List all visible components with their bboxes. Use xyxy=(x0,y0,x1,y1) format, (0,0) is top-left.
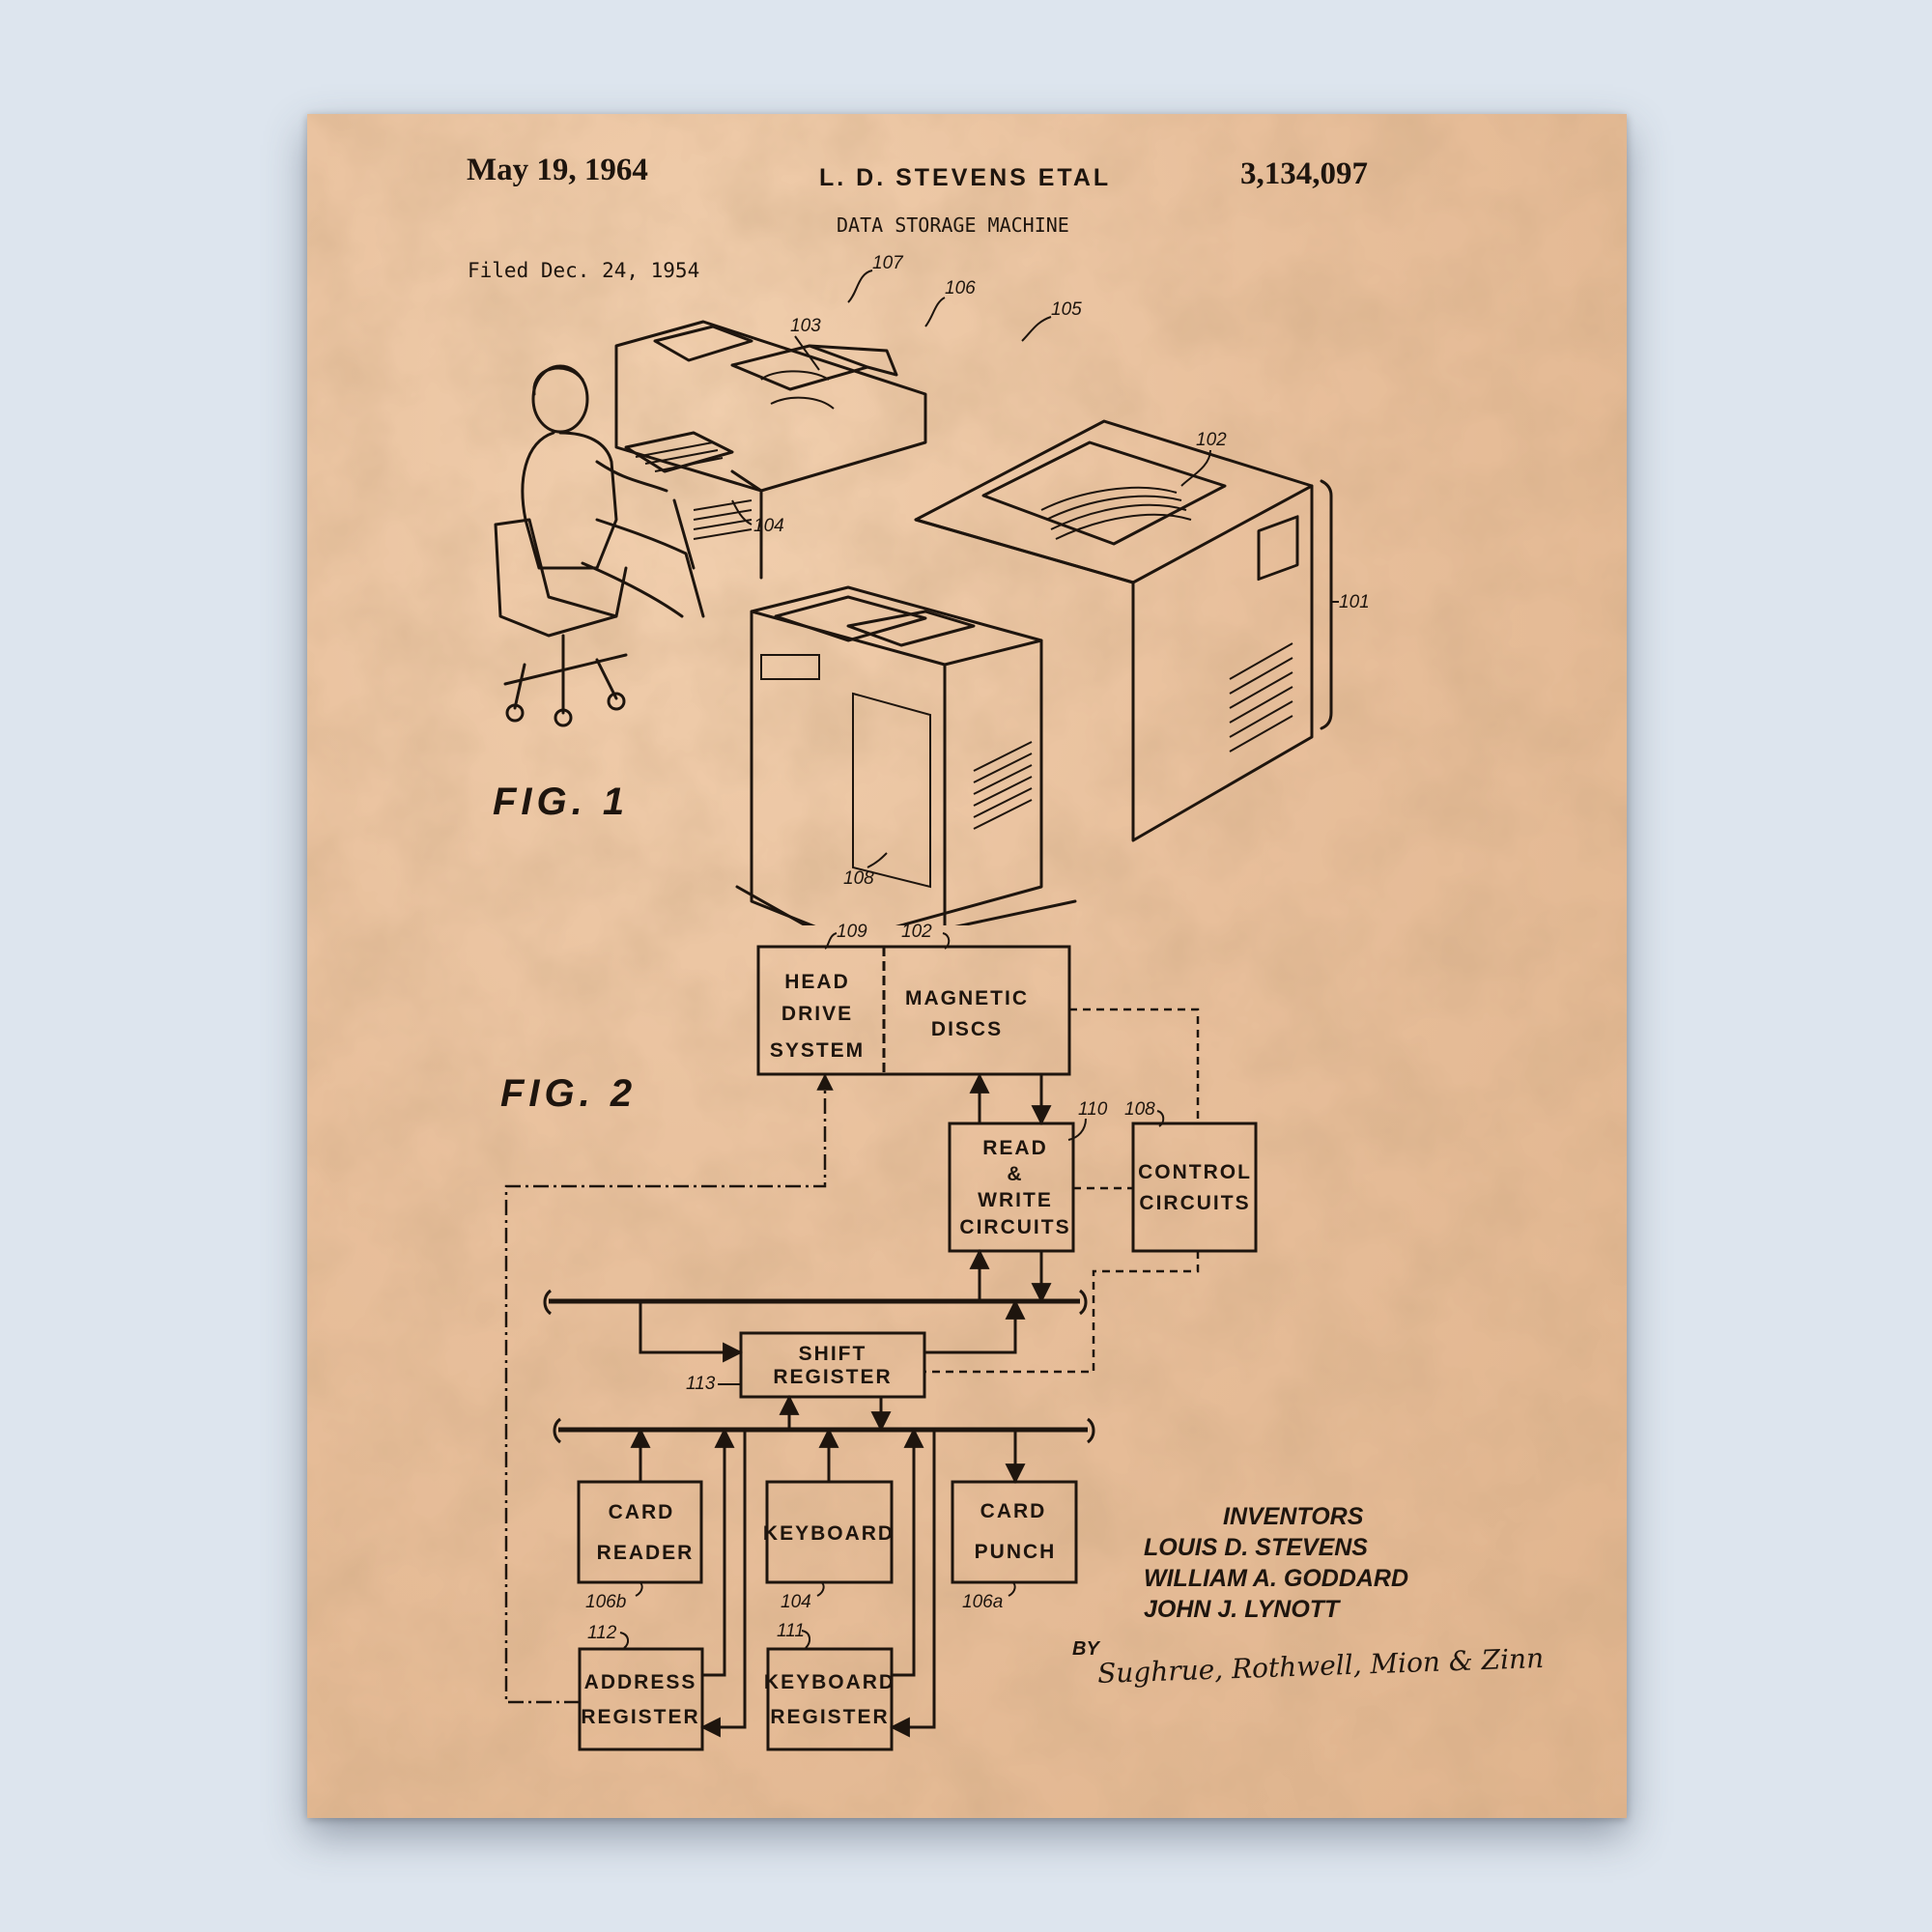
card-reader-box xyxy=(577,1480,703,1584)
ref-106b: 106b xyxy=(585,1592,626,1612)
patent-date: May 19, 1964 xyxy=(467,153,648,187)
shift-register-box xyxy=(739,1331,926,1399)
fig2-block-diagram: HEAD DRIVE SYSTEM MAGNETIC DISCS 109 102… xyxy=(504,922,1258,1751)
inventor-name-1: LOUIS D. STEVENS xyxy=(1144,1534,1368,1561)
ref-101: 101 xyxy=(1339,592,1370,612)
magnetic-discs-line2: DISCS xyxy=(931,1018,1003,1040)
keyboard-register-line2: REGISTER xyxy=(770,1706,889,1728)
head-drive-line1: HEAD xyxy=(784,971,850,993)
ref-105: 105 xyxy=(1051,299,1082,320)
inventors-block: INVENTORS LOUIS D. STEVENS WILLIAM A. GO… xyxy=(1144,1501,1408,1625)
address-register-line2: REGISTER xyxy=(581,1706,699,1728)
read-write-line3: WRITE xyxy=(978,1189,1053,1211)
ref-103: 103 xyxy=(790,316,821,336)
ref-108-fig1: 108 xyxy=(843,868,874,889)
control-box xyxy=(1131,1122,1258,1253)
ref-102: 102 xyxy=(1196,430,1227,450)
control-line1: CONTROL xyxy=(1138,1161,1252,1183)
read-write-line1: READ xyxy=(982,1137,1048,1159)
head-drive-line3: SYSTEM xyxy=(770,1039,865,1062)
keyboard-register-box xyxy=(766,1647,894,1751)
address-register-box xyxy=(578,1647,704,1751)
ref-109: 109 xyxy=(837,922,867,942)
keyboard-line1: KEYBOARD xyxy=(763,1522,895,1545)
console-drawing xyxy=(614,320,927,580)
read-write-line2: & xyxy=(1007,1163,1023,1185)
card-punch-line2: PUNCH xyxy=(975,1541,1057,1563)
card-reader-line2: READER xyxy=(597,1542,695,1564)
control-cabinet-drawing xyxy=(735,585,1077,925)
card-punch-line1: CARD xyxy=(980,1500,1047,1522)
ref-104-fig2: 104 xyxy=(781,1592,811,1612)
ref-112: 112 xyxy=(587,1623,617,1643)
address-register-line1: ADDRESS xyxy=(584,1671,697,1693)
inventor-name-3: JOHN J. LYNOTT xyxy=(1144,1596,1340,1623)
inventors-heading: INVENTORS xyxy=(1223,1503,1364,1530)
operator-drawing xyxy=(494,364,705,727)
by-label: BY xyxy=(1072,1638,1099,1660)
magnetic-discs-line1: MAGNETIC xyxy=(905,987,1029,1009)
shift-register-line2: REGISTER xyxy=(773,1366,892,1388)
control-line2: CIRCUITS xyxy=(1139,1192,1250,1214)
card-reader-line1: CARD xyxy=(609,1501,675,1523)
patent-number: 3,134,097 xyxy=(1240,156,1368,191)
card-punch-box xyxy=(951,1480,1078,1584)
patent-title: DATA STORAGE MACHINE xyxy=(837,213,1069,237)
ref-104: 104 xyxy=(753,516,784,536)
head-drive-line2: DRIVE xyxy=(781,1003,853,1025)
ref-106a: 106a xyxy=(962,1592,1003,1612)
disk-cabinet-drawing xyxy=(914,419,1333,842)
filed-date: Filed Dec. 24, 1954 xyxy=(468,259,700,282)
fig2-label: FIG. 2 xyxy=(500,1072,638,1115)
ref-107: 107 xyxy=(872,253,904,273)
keyboard-register-line1: KEYBOARD xyxy=(764,1671,895,1693)
read-write-line4: CIRCUITS xyxy=(959,1216,1070,1238)
ref-113: 113 xyxy=(686,1374,716,1394)
inventors-short: L. D. STEVENS ETAL xyxy=(819,164,1112,191)
ref-106: 106 xyxy=(945,278,976,298)
inventor-name-2: WILLIAM A. GODDARD xyxy=(1144,1565,1409,1592)
patent-poster: May 19, 1964 L. D. STEVENS ETAL 3,134,09… xyxy=(307,114,1627,1818)
ref-102-fig2: 102 xyxy=(901,922,932,942)
shift-register-line1: SHIFT xyxy=(799,1343,867,1365)
ref-110: 110 xyxy=(1078,1099,1108,1120)
ref-108-fig2: 108 xyxy=(1124,1099,1155,1120)
fig1-illustration: 103 107 106 105 102 104 101 108 xyxy=(494,253,1370,925)
ref-111: 111 xyxy=(777,1621,805,1641)
fig1-label: FIG. 1 xyxy=(493,781,630,823)
